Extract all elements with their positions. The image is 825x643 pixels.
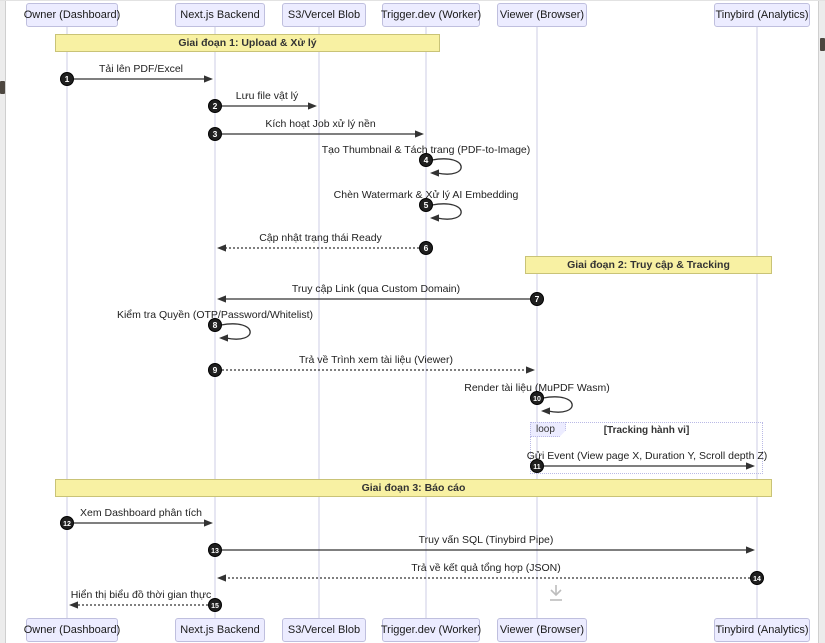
svg-text:6: 6 (424, 243, 429, 253)
svg-text:4: 4 (424, 155, 429, 165)
svg-text:12: 12 (63, 521, 71, 528)
svg-text:3: 3 (213, 129, 218, 139)
left-resizer-handle-icon[interactable] (0, 81, 5, 94)
arrowhead (69, 601, 78, 608)
sequence-number-7: 7 (531, 293, 544, 306)
left-pane-resizer[interactable] (0, 1, 6, 643)
sequence-number-1: 1 (61, 73, 74, 86)
sequence-number-4: 4 (420, 154, 433, 167)
svg-text:1: 1 (65, 74, 70, 84)
arrowhead (746, 546, 755, 553)
svg-text:2: 2 (213, 101, 218, 111)
download-icon[interactable] (550, 585, 562, 600)
svg-text:5: 5 (424, 200, 429, 210)
sequence-number-6: 6 (420, 242, 433, 255)
svg-text:7: 7 (535, 294, 540, 304)
svg-text:13: 13 (211, 548, 219, 555)
sequence-number-8: 8 (209, 319, 222, 332)
arrowhead (219, 334, 228, 341)
arrowhead (746, 462, 755, 469)
sequence-number-9: 9 (209, 364, 222, 377)
arrowhead (526, 366, 535, 373)
arrowhead (217, 574, 226, 581)
arrowhead (217, 295, 226, 302)
sequence-number-10: 10 (531, 392, 544, 405)
sequence-number-11: 11 (531, 460, 544, 473)
right-scrollbar-thumb[interactable] (820, 38, 825, 51)
sequence-number-15: 15 (209, 599, 222, 612)
arrowhead (430, 214, 439, 221)
svg-text:11: 11 (533, 464, 541, 471)
sequence-number-5: 5 (420, 199, 433, 212)
arrowhead (217, 244, 226, 251)
sequence-number-3: 3 (209, 128, 222, 141)
arrowhead (308, 102, 317, 109)
svg-text:9: 9 (213, 365, 218, 375)
svg-text:14: 14 (753, 576, 761, 583)
svg-text:15: 15 (211, 603, 219, 610)
arrowhead (204, 519, 213, 526)
sequence-number-14: 14 (751, 572, 764, 585)
arrowhead (430, 169, 439, 176)
svg-text:10: 10 (533, 396, 541, 403)
sequence-number-13: 13 (209, 544, 222, 557)
arrowhead (541, 407, 550, 414)
arrowhead (415, 130, 424, 137)
sequence-number-12: 12 (61, 517, 74, 530)
right-scrollbar[interactable] (818, 1, 825, 643)
svg-text:8: 8 (213, 320, 218, 330)
sequence-number-2: 2 (209, 100, 222, 113)
arrowhead (204, 75, 213, 82)
